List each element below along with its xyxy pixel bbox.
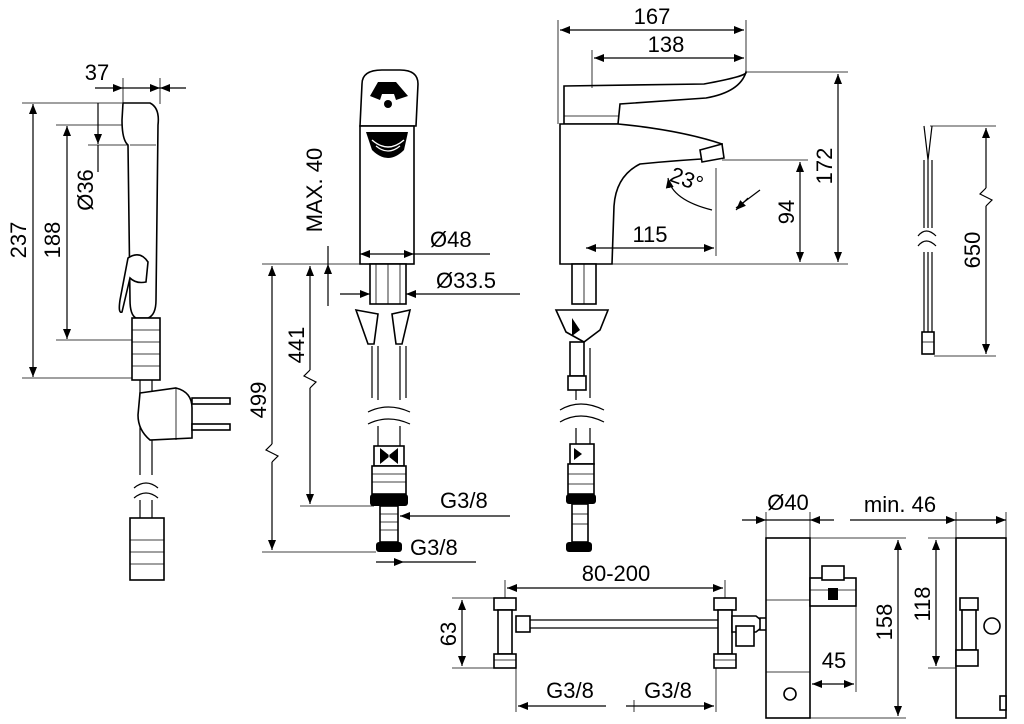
dim-diameter-36: Ø36 xyxy=(73,169,98,211)
dim-thread-2: G3/8 xyxy=(410,535,458,560)
dim-94: 94 xyxy=(774,200,799,224)
dim-172: 172 xyxy=(812,148,837,185)
hand-shower-lever xyxy=(118,254,149,314)
hose-nut xyxy=(129,517,165,581)
dim-diameter-40: Ø40 xyxy=(767,490,809,515)
dim-115: 115 xyxy=(632,222,667,247)
dim-thread-4: G3/8 xyxy=(644,678,692,703)
dim-167: 167 xyxy=(634,4,671,29)
mixer-side-view: 23° 167 138 172 xyxy=(554,4,848,552)
dim-138: 138 xyxy=(648,32,685,57)
cable-view: 650 xyxy=(917,125,996,357)
hand-shower-view: 37 237 188 Ø36 xyxy=(6,60,231,581)
dim-650: 650 xyxy=(960,232,985,269)
dim-45: 45 xyxy=(822,648,846,673)
mixer-lever-front xyxy=(359,69,419,127)
dim-188: 188 xyxy=(40,222,65,259)
dim-37: 37 xyxy=(85,60,109,85)
dim-441: 441 xyxy=(284,327,309,364)
installation-set-view: Ø40 min. 46 80-200 63 G3/8 G3/8 158 xyxy=(436,490,1007,719)
mixer-front-view: MAX. 40 Ø48 Ø33.5 441 499 G3/8 G3/8 xyxy=(246,69,520,566)
wall-holder xyxy=(137,387,193,441)
dim-158: 158 xyxy=(872,604,897,641)
dim-thread-1: G3/8 xyxy=(440,488,488,513)
mixer-lever-side xyxy=(563,69,747,125)
dim-min-46: min. 46 xyxy=(864,492,936,517)
dim-237: 237 xyxy=(6,222,31,259)
dim-63: 63 xyxy=(436,622,461,646)
mixer-body-side xyxy=(559,123,723,265)
dim-499: 499 xyxy=(246,382,271,419)
dim-80-200: 80-200 xyxy=(582,561,651,586)
dim-thread-3: G3/8 xyxy=(546,678,594,703)
dim-diameter-48: Ø48 xyxy=(430,227,472,252)
dim-diameter-33-5: Ø33.5 xyxy=(436,268,496,293)
dim-118: 118 xyxy=(910,586,935,621)
dim-angle-23: 23° xyxy=(667,162,707,197)
dim-max-40: MAX. 40 xyxy=(302,148,327,232)
cable-plug xyxy=(921,331,935,355)
hand-shower-connector xyxy=(131,317,161,381)
